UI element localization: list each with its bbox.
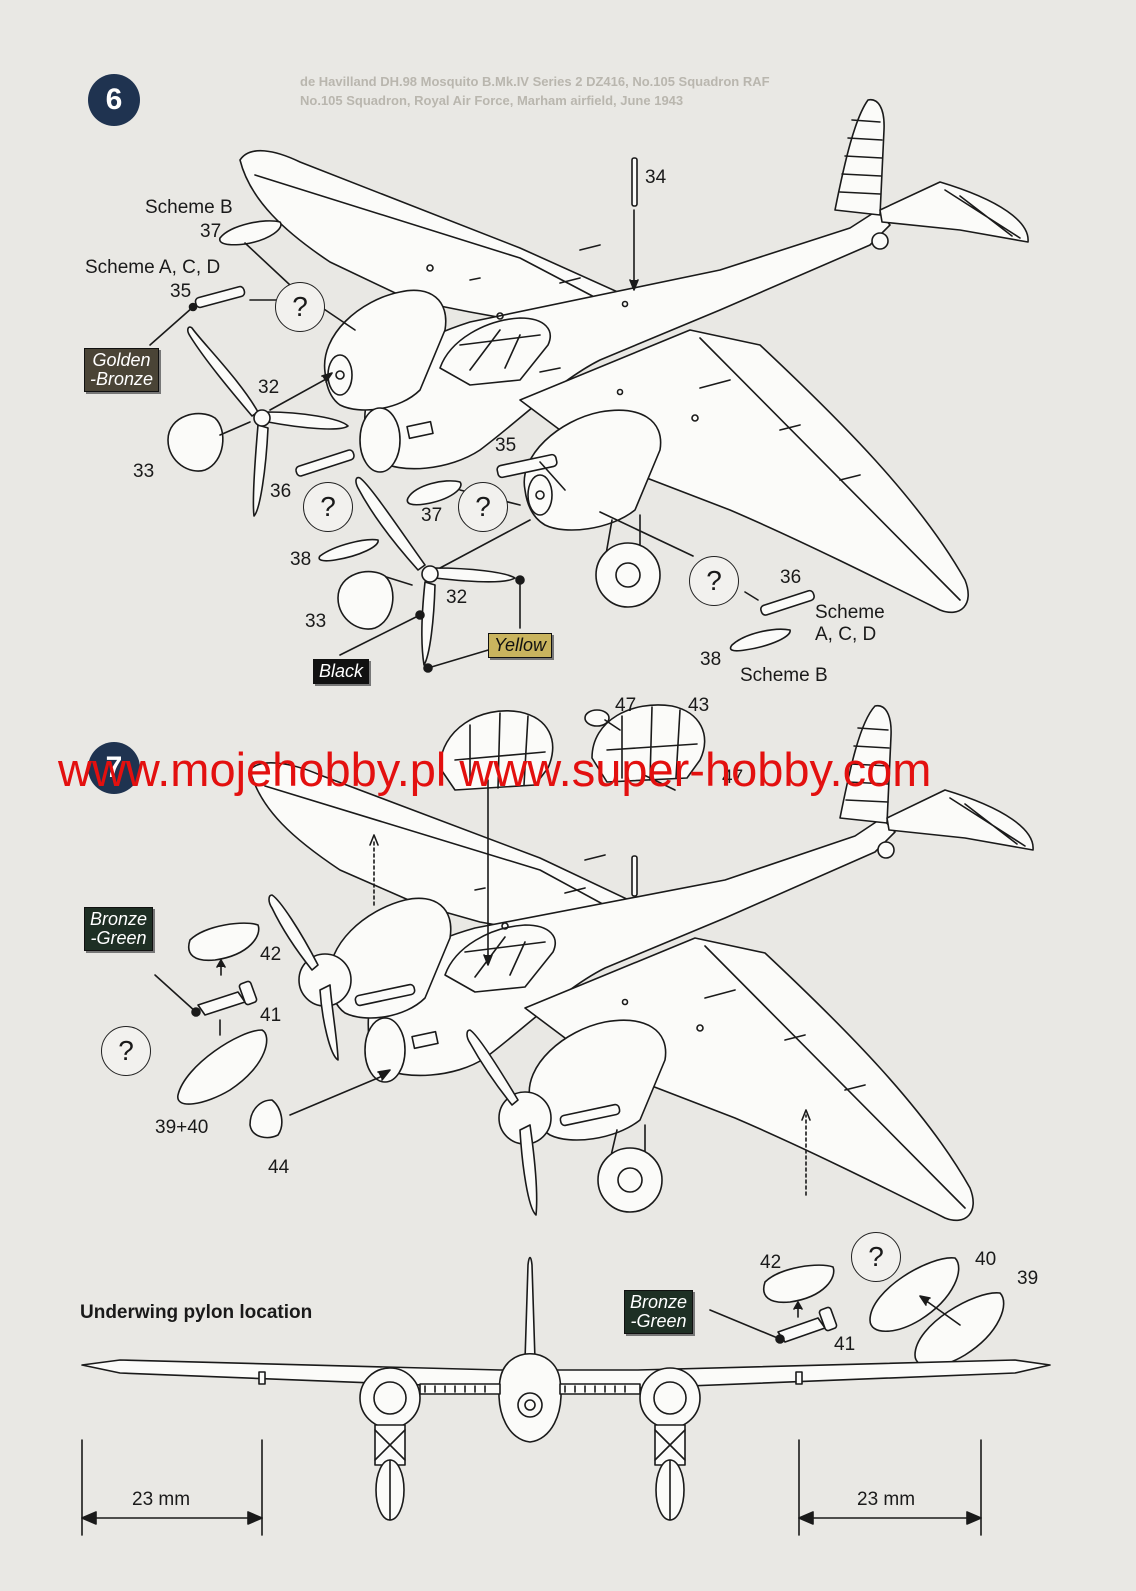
part-39-label: 39 (1017, 1268, 1039, 1289)
part-47-label-a: 47 (615, 695, 637, 716)
step-7-badge: 7 (88, 742, 140, 794)
part-34-label: 34 (645, 167, 667, 188)
watermark-text: www.mojehobby.pl www.super-hobby.com (58, 743, 932, 796)
part-42-label-b: 42 (760, 1252, 782, 1273)
scheme-b-label-right: Scheme B (740, 665, 828, 686)
part-41-label-b: 41 (834, 1334, 856, 1355)
step6-parts (149, 220, 815, 673)
faint-header: de Havilland DH.98 Mosquito B.Mk.IV Seri… (300, 72, 1040, 110)
question-circle-7a: ? (101, 1026, 151, 1076)
faint-header-line-1: de Havilland DH.98 Mosquito B.Mk.IV Seri… (300, 74, 770, 89)
step6-aircraft-drawing (239, 99, 1029, 614)
part-39-40-label: 39+40 (155, 1117, 209, 1138)
part-32-label-b: 32 (446, 587, 468, 608)
part-40-label: 40 (975, 1249, 997, 1270)
part-42-label-a: 42 (260, 944, 282, 965)
color-bg2-line-2: -Green (630, 1311, 687, 1331)
question-circle-6a: ? (275, 282, 325, 332)
part-47-label-b: 47 (722, 767, 744, 788)
color-tag-golden-bronze: Golden -Bronze (84, 348, 160, 392)
part-32-label-a: 32 (258, 377, 280, 398)
part-37-label-a: 37 (200, 221, 222, 242)
color-tag-yellow: Yellow (488, 633, 553, 658)
pylon-front-view (81, 1256, 1051, 1536)
scheme-acd-label-top: Scheme A, C, D (85, 257, 221, 278)
question-circle-6d: ? (689, 556, 739, 606)
part-35-label-b: 35 (495, 435, 517, 456)
part-38-label-b: 38 (700, 649, 722, 670)
color-tag-black: Black (313, 659, 370, 684)
part-43-label: 43 (688, 695, 710, 716)
part-36-label-b: 36 (780, 567, 802, 588)
color-tag-bronze-green-b: Bronze -Green (624, 1290, 694, 1334)
color-bg2-line-1: Bronze (630, 1292, 688, 1312)
part-44-label: 44 (268, 1157, 290, 1178)
part-41-label-a: 41 (260, 1005, 282, 1026)
question-circle-6c: ? (458, 482, 508, 532)
part-33-label-b: 33 (305, 611, 327, 632)
part-38-label-a: 38 (290, 549, 312, 570)
part-36-label-a: 36 (270, 481, 292, 502)
faint-header-line-2: No.105 Squadron, Royal Air Force, Marham… (300, 93, 684, 108)
scheme-acd-label-right: A, C, D (815, 624, 877, 645)
question-circle-6b: ? (303, 482, 353, 532)
color-golden-line-2: -Bronze (90, 369, 154, 389)
scheme-label-right: Scheme (815, 602, 885, 623)
dimension-left-label: 23 mm (132, 1489, 191, 1510)
part-37-label-b: 37 (421, 505, 443, 526)
color-bg1-line-1: Bronze (90, 909, 148, 929)
scheme-b-label-top: Scheme B (145, 197, 233, 218)
step7-parts (154, 704, 1005, 1367)
step7-aircraft-drawing (249, 705, 1034, 1222)
part-35-label-a: 35 (170, 281, 192, 302)
part-33-label-a: 33 (133, 461, 155, 482)
color-tag-bronze-green-a: Bronze -Green (84, 907, 154, 951)
question-circle-7b: ? (851, 1232, 901, 1282)
dimension-right-label: 23 mm (857, 1489, 916, 1510)
color-bg1-line-2: -Green (90, 928, 147, 948)
step-6-badge: 6 (88, 74, 140, 126)
color-golden-line-1: Golden (92, 350, 151, 370)
pylon-heading: Underwing pylon location (80, 1302, 313, 1323)
